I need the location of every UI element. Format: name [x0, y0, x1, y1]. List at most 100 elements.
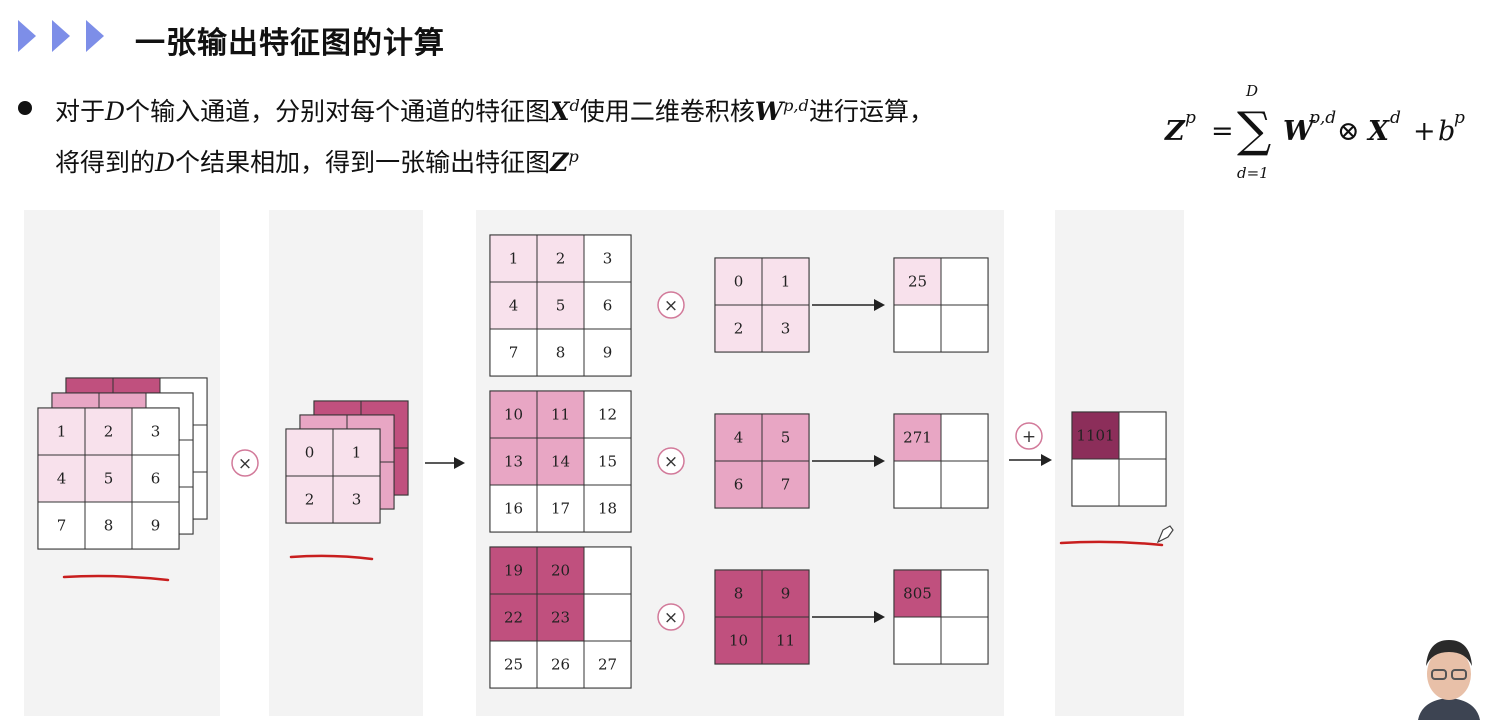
grid-cell	[489, 281, 538, 330]
cell-value: 1	[57, 423, 67, 441]
grid-cell	[893, 460, 942, 509]
arrow-row-2-head	[874, 455, 885, 467]
cell-value: 4	[509, 297, 519, 315]
cell-value: 8	[734, 585, 744, 603]
multiply-operator-stack: ×	[238, 454, 252, 474]
underline-annotation-kernel	[289, 554, 374, 561]
grid-cell	[332, 428, 381, 477]
grid-cell	[583, 437, 632, 486]
grid-cell	[536, 593, 585, 642]
grid-cell	[131, 501, 180, 550]
cell-value: 1101	[1076, 427, 1114, 445]
grid-cell	[489, 390, 538, 439]
grid-cell	[940, 616, 989, 665]
cell-value: 19	[504, 562, 523, 580]
cell-value: 4	[57, 470, 67, 488]
cell-value: 27	[598, 656, 617, 674]
cell-value: 0	[734, 273, 744, 291]
grid-cell	[84, 407, 133, 456]
grid-cell	[285, 428, 334, 477]
grid-cell	[536, 390, 585, 439]
grid-cell	[37, 501, 86, 550]
chevron-icon-2	[52, 20, 70, 52]
grid-cell	[940, 413, 989, 462]
cell-value: 4	[734, 429, 744, 447]
grid-cell	[583, 328, 632, 377]
grid-cell	[761, 413, 810, 462]
multiply-operator-stack-circle	[231, 449, 259, 477]
cell-value: 11	[551, 406, 570, 424]
cell-value: 9	[603, 344, 613, 362]
grid-cell	[583, 640, 632, 689]
cell-value: 10	[729, 632, 748, 650]
grid-cell	[84, 501, 133, 550]
grid-cell	[761, 460, 810, 509]
cell-value: 2	[556, 250, 566, 268]
cell-value: 3	[352, 491, 362, 509]
cell-value: 7	[509, 344, 519, 362]
multiply-operator-3: ×	[664, 608, 678, 628]
cell-value: 7	[57, 517, 67, 535]
grid-cell	[583, 546, 632, 595]
grid-cell	[940, 569, 989, 618]
grid-cell	[489, 546, 538, 595]
cell-value: 7	[781, 476, 791, 494]
plus-operator: +	[1022, 427, 1036, 447]
grid-cell	[536, 640, 585, 689]
cell-value: 10	[504, 406, 523, 424]
grid-cell	[761, 304, 810, 353]
grid-cell	[893, 569, 942, 618]
multiply-operator-1-circle	[657, 291, 685, 319]
cell-value: 22	[504, 609, 523, 627]
cell-value: 0	[305, 444, 315, 462]
plus-operator-circle	[1015, 422, 1043, 450]
cell-value: 6	[151, 470, 161, 488]
result-grid-1: 25	[893, 257, 989, 353]
grid-cell	[489, 484, 538, 533]
grid-cell	[37, 454, 86, 503]
presenter-webcam	[1412, 626, 1486, 720]
grid-cell	[940, 257, 989, 306]
cell-value: 17	[551, 500, 570, 518]
multiply-operator-2: ×	[664, 452, 678, 472]
chevron-icon-3	[86, 20, 104, 52]
cell-value: 1	[509, 250, 519, 268]
grid-cell	[940, 460, 989, 509]
grid-cell	[583, 593, 632, 642]
underline-annotation-input	[62, 574, 170, 582]
cell-value: 1	[352, 444, 362, 462]
cell-value: 25	[504, 656, 523, 674]
cell-value: 5	[781, 429, 791, 447]
grid-cell	[536, 484, 585, 533]
grid-cell	[1071, 411, 1120, 460]
cell-value: 25	[908, 273, 927, 291]
cell-value: 20	[551, 562, 570, 580]
output-grid: 1101	[1071, 411, 1167, 507]
grid-cell	[893, 257, 942, 306]
multiply-operator-1: ×	[664, 296, 678, 316]
cell-value: 805	[903, 585, 932, 603]
grid-cell	[332, 475, 381, 524]
cell-value: 13	[504, 453, 523, 471]
cell-value: 18	[598, 500, 617, 518]
cell-value: 3	[603, 250, 613, 268]
grid-cell	[489, 437, 538, 486]
cell-value: 5	[104, 470, 114, 488]
grid-cell	[893, 413, 942, 462]
arrow-stack-head	[454, 457, 465, 469]
grid-cell	[285, 475, 334, 524]
grid-cell	[583, 390, 632, 439]
convolution-formula: Z p = D ∑ d=1 W p,d ⊗ X d + b p	[1165, 82, 1465, 182]
grid-cell	[714, 460, 763, 509]
chevron-icon-1	[18, 20, 36, 52]
pen-cursor-icon	[1156, 525, 1174, 544]
arrow-sum-head	[1041, 454, 1052, 466]
grid-cell	[37, 407, 86, 456]
